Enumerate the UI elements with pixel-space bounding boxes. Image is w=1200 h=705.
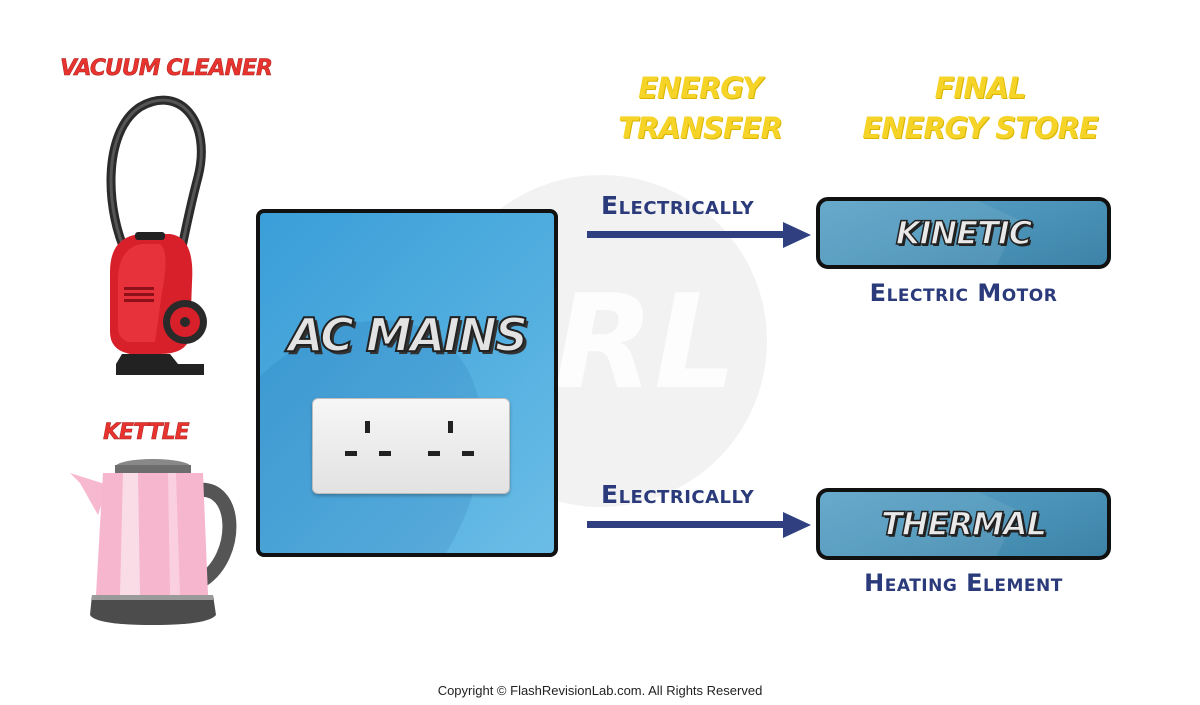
- energy-transfer-header-line2: Transfer: [618, 111, 783, 145]
- vacuum-cleaner-illustration: [100, 92, 220, 377]
- arrow-row-2: [587, 511, 812, 539]
- final-energy-store-header-line1: Final: [934, 71, 1027, 105]
- kettle-label: Kettle: [103, 420, 190, 446]
- vacuum-cleaner-label: Vacuum Cleaner: [60, 56, 273, 82]
- kinetic-store-box: Kinetic: [816, 197, 1111, 269]
- kettle-illustration: [68, 455, 238, 627]
- copyright-footer: Copyright © FlashRevisionLab.com. All Ri…: [437, 683, 763, 698]
- ac-mains-panel: AC MAINS: [256, 209, 558, 557]
- ac-mains-title: AC MAINS: [287, 307, 529, 363]
- transfer-label-row-2: Electrically: [601, 480, 755, 509]
- energy-transfer-header: Energy Transfer: [610, 68, 790, 148]
- thermal-store-label: Thermal: [880, 504, 1048, 544]
- final-energy-store-header: Final Energy Store: [845, 68, 1115, 148]
- arrow-row-1: [587, 221, 812, 249]
- heating-element-label: Heating Element: [864, 569, 1063, 597]
- final-energy-store-header-line2: Energy Store: [862, 111, 1098, 145]
- kinetic-store-label: Kinetic: [895, 213, 1033, 253]
- electric-motor-label: Electric Motor: [869, 279, 1058, 307]
- wall-socket: [312, 398, 510, 494]
- energy-transfer-header-line1: Energy: [638, 71, 763, 105]
- transfer-label-row-1: Electrically: [601, 191, 755, 220]
- thermal-store-box: Thermal: [816, 488, 1111, 560]
